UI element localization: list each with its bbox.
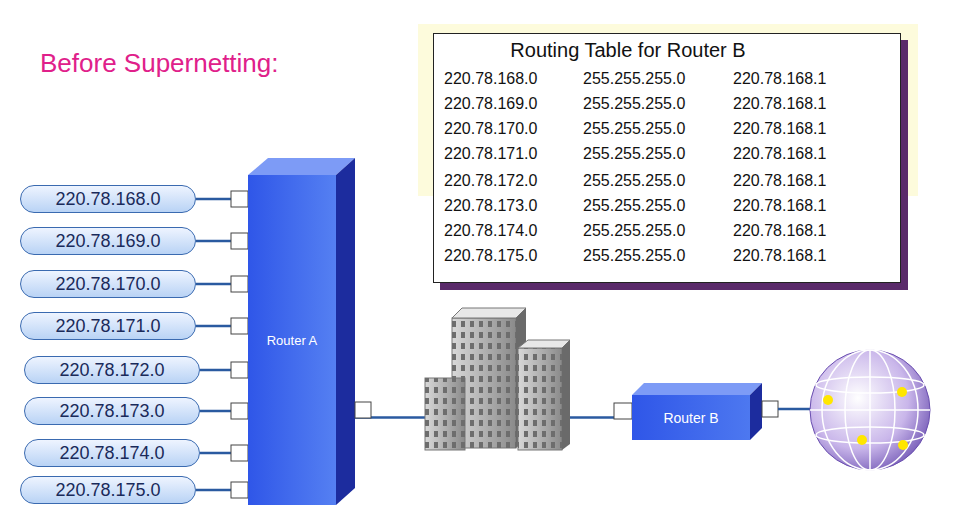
table-cell: 220.78.168.1 <box>733 95 826 113</box>
table-cell: 255.255.255.0 <box>583 120 685 138</box>
table-cell: 220.78.168.1 <box>733 120 826 138</box>
network-box: 220.78.169.0 <box>20 227 196 255</box>
page-title: Before Supernetting: <box>40 48 279 79</box>
table-cell: 220.78.171.0 <box>444 145 537 163</box>
table-cell: 220.78.168.1 <box>733 70 826 88</box>
router-port <box>614 403 632 419</box>
network-box: 220.78.171.0 <box>20 312 196 340</box>
table-cell: 255.255.255.0 <box>583 222 685 240</box>
table-cell: 255.255.255.0 <box>583 70 685 88</box>
router-top <box>632 383 762 395</box>
table-cell: 255.255.255.0 <box>583 95 685 113</box>
box-label: Router B <box>663 410 718 426</box>
table-cell: 220.78.168.1 <box>733 145 826 163</box>
table-cell: 220.78.168.1 <box>733 197 826 215</box>
box-label: 220.78.171.0 <box>55 316 160 337</box>
network-box: 220.78.168.0 <box>20 185 196 213</box>
link-line <box>778 408 812 411</box>
box-label: 220.78.173.0 <box>59 401 164 422</box>
table-cell: 255.255.255.0 <box>583 247 685 265</box>
network-box: 220.78.175.0 <box>20 476 196 504</box>
box-label: 220.78.169.0 <box>55 231 160 252</box>
building-icon <box>425 308 570 450</box>
table-cell: 255.255.255.0 <box>583 145 685 163</box>
box-label: 220.78.174.0 <box>59 443 164 464</box>
router-side <box>750 383 762 440</box>
network-box: 220.78.173.0 <box>24 397 200 425</box>
box-label: 220.78.170.0 <box>55 274 160 295</box>
box-label: 220.78.172.0 <box>59 360 164 381</box>
table-cell: 255.255.255.0 <box>583 197 685 215</box>
network-box: 220.78.174.0 <box>24 439 200 467</box>
table-cell: 255.255.255.0 <box>583 172 685 190</box>
box-label: 220.78.175.0 <box>55 480 160 501</box>
network-box: 220.78.170.0 <box>20 270 196 298</box>
table-cell: 220.78.172.0 <box>444 172 537 190</box>
network-box: 220.78.172.0 <box>24 356 200 384</box>
router-port <box>762 401 778 417</box>
table-cell: 220.78.168.1 <box>733 222 826 240</box>
table-cell: 220.78.169.0 <box>444 95 537 113</box>
router-ports <box>231 191 248 498</box>
box-label: Router A <box>267 333 318 348</box>
table-cell: 220.78.175.0 <box>444 247 537 265</box>
table-cell: 220.78.168.1 <box>733 172 826 190</box>
box-label: 220.78.168.0 <box>55 189 160 210</box>
router-port <box>355 402 371 418</box>
globe-icon <box>810 350 930 470</box>
table-heading: Routing Table for Router B <box>510 39 745 62</box>
table-cell: 220.78.168.0 <box>444 70 537 88</box>
router-box: Router A <box>248 175 336 505</box>
table-cell: 220.78.174.0 <box>444 222 537 240</box>
table-cell: 220.78.170.0 <box>444 120 537 138</box>
router-box: Router B <box>632 395 750 440</box>
router-side <box>336 158 355 505</box>
routing-table: Routing Table for Router B 220.78.168.0 25… <box>433 33 901 283</box>
table-cell: 220.78.173.0 <box>444 197 537 215</box>
table-cell: 220.78.168.1 <box>733 247 826 265</box>
